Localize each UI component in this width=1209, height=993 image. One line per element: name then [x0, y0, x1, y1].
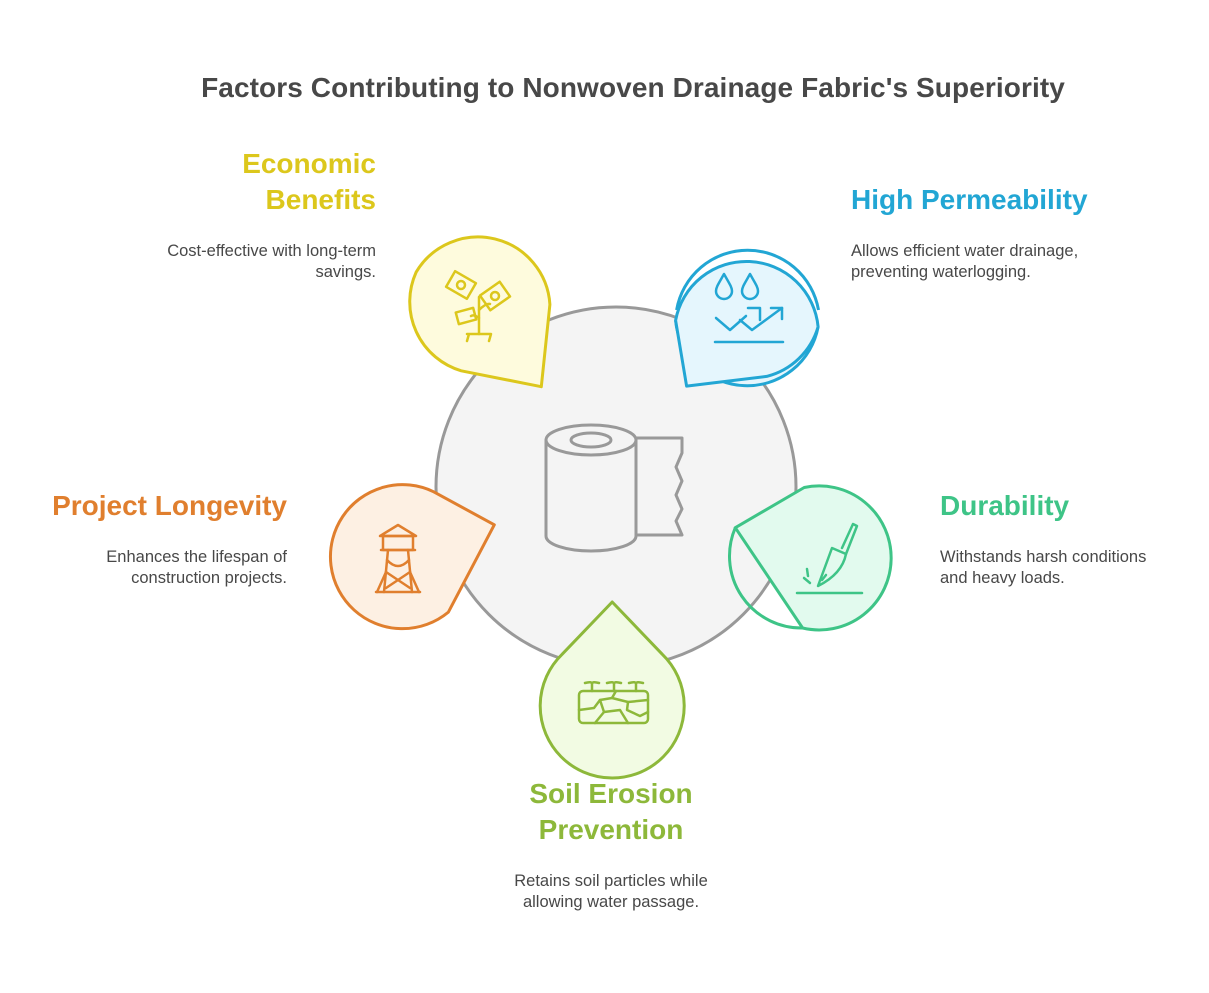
factor-desc-line: Cost-effective with long-term — [167, 242, 376, 260]
factor-title-line: Soil Erosion — [529, 778, 693, 809]
factor-title-line: Prevention — [538, 814, 684, 845]
money-plant-icon — [444, 269, 512, 343]
factor-desc-longevity: Enhances the lifespan of construction pr… — [106, 547, 287, 589]
diagram-title: Factors Contributing to Nonwoven Drainag… — [201, 72, 1065, 103]
factor-desc-line: construction projects. — [131, 569, 287, 587]
factor-desc-economic: Cost-effective with long-term savings. — [167, 241, 376, 283]
fabric-roll-icon — [544, 423, 684, 553]
factor-desc-durability: Withstands harsh conditions and heavy lo… — [940, 547, 1146, 589]
factor-title-erosion: Soil Erosion Prevention — [461, 776, 761, 848]
factor-title-line: Benefits — [265, 184, 376, 215]
factor-title-longevity: Project Longevity — [52, 488, 287, 524]
factor-desc-erosion: Retains soil particles while allowing wa… — [461, 871, 761, 913]
erosion-drop — [538, 600, 686, 780]
factor-desc-permeability: Allows efficient water drainage, prevent… — [851, 241, 1078, 283]
water-drainage-icon — [713, 272, 785, 344]
factor-title-line: Economic — [242, 148, 376, 179]
factor-desc-line: and heavy loads. — [940, 569, 1065, 587]
factor-title-line: High Permeability — [851, 184, 1088, 215]
factor-title-durability: Durability — [940, 488, 1069, 524]
cracked-soil-sprouts-icon — [577, 680, 650, 725]
factor-desc-line: Enhances the lifespan of — [106, 548, 287, 566]
longevity-drop — [328, 483, 496, 631]
permeability-drop — [674, 248, 820, 388]
blade-icon — [795, 522, 864, 595]
factor-desc-line: allowing water passage. — [522, 893, 700, 911]
factor-desc-line: Withstands harsh conditions — [940, 548, 1147, 566]
durability-drop — [728, 484, 893, 632]
factor-title-economic: Economic Benefits — [242, 146, 376, 218]
factor-desc-line: Allows efficient water drainage, — [851, 242, 1079, 260]
factor-title-line: Project Longevity — [52, 490, 287, 521]
factor-title-line: Durability — [940, 490, 1070, 521]
factor-desc-line: savings. — [315, 263, 376, 281]
factor-desc-line: Retains soil particles while — [514, 872, 708, 890]
economic-drop — [408, 235, 552, 389]
water-tower-icon — [374, 523, 422, 594]
factor-desc-line: preventing waterlogging. — [851, 263, 1031, 281]
factor-title-permeability: High Permeability — [851, 182, 1088, 218]
